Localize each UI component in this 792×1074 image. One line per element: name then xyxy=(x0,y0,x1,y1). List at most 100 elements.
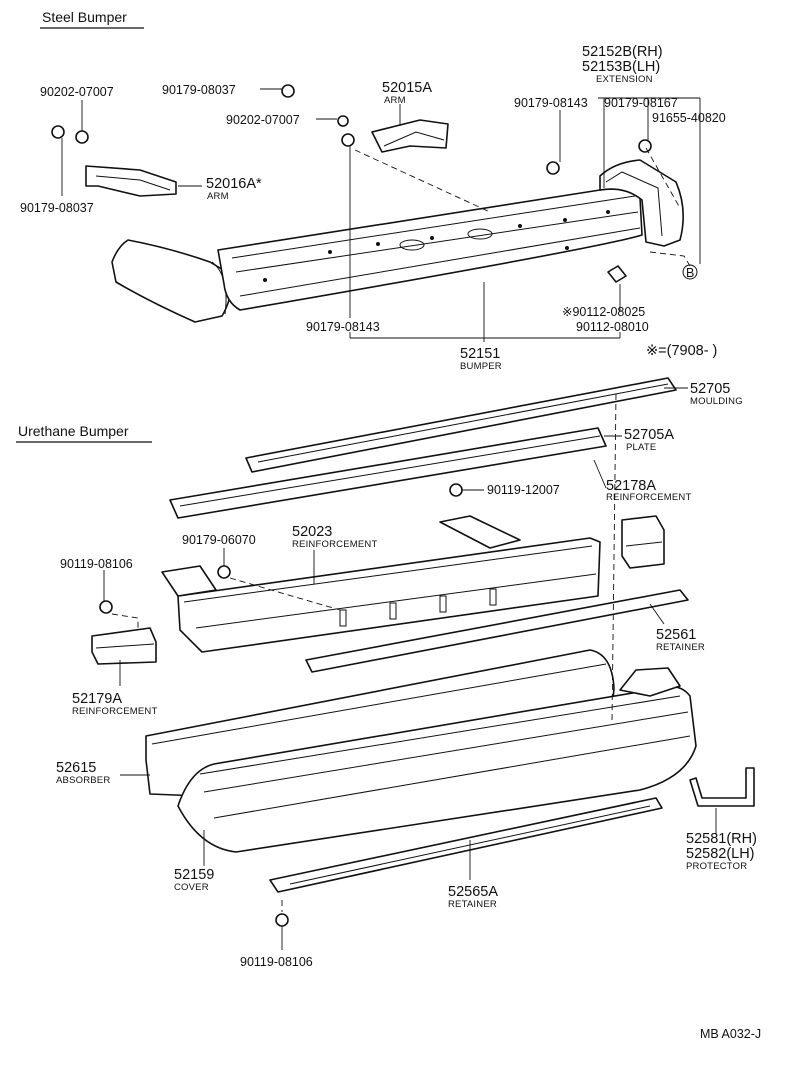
absorber-top-edge xyxy=(151,663,607,745)
label-90179-08143-right: 90179-08143 xyxy=(514,96,588,110)
label-protector-name: PROTECTOR xyxy=(686,861,747,872)
assembly-line xyxy=(354,149,491,213)
reinforcement-52178A xyxy=(621,515,665,569)
arm-52015A-fold xyxy=(383,131,445,147)
label-91655-40820: 91655-40820 xyxy=(652,111,726,125)
label-date-note: ※=(7908- ) xyxy=(646,343,717,359)
nut-90179-08037-top xyxy=(281,84,295,98)
screw-90112-08025 xyxy=(607,265,627,283)
nut-90202-07007-b xyxy=(337,115,349,127)
bumper-hole xyxy=(565,246,569,250)
bumper-left-end-cap xyxy=(111,239,232,323)
label-52179A: 52179A xyxy=(72,691,122,707)
assembly-line xyxy=(229,577,341,611)
callout-B-circle xyxy=(682,264,698,280)
bolt-90179-06070 xyxy=(217,565,231,579)
bolt-90119-12007 xyxy=(449,483,463,497)
label-52581-rh: 52581(RH) xyxy=(686,831,757,847)
assembly-line xyxy=(645,147,681,209)
bumper-upper-edge xyxy=(231,195,636,259)
section-title-urethane: Urethane Bumper xyxy=(18,423,129,439)
leader xyxy=(649,603,665,625)
bumper-mid-edge xyxy=(235,211,639,273)
label-90202-07007-a: 90202-07007 xyxy=(40,85,114,99)
label-52561: 52561 xyxy=(656,627,696,643)
label-52178A: 52178A xyxy=(606,478,656,494)
bumper-hole xyxy=(563,218,567,222)
arm-52016A-fold xyxy=(95,175,171,191)
leader xyxy=(593,459,607,489)
reinforcement-edge xyxy=(183,545,593,603)
bumper-hole xyxy=(328,250,332,254)
bumper-hole xyxy=(263,278,267,282)
label-52152B-rh: 52152B(RH) xyxy=(582,44,663,60)
extension-inner-edge xyxy=(605,171,663,237)
cover-corner-tab xyxy=(619,667,681,697)
label-52023: 52023 xyxy=(292,524,332,540)
assembly-line xyxy=(611,393,617,721)
label-callout-B: B xyxy=(686,266,694,280)
label-52015A-name: ARM xyxy=(384,95,406,106)
bolt-90119-08106-top xyxy=(99,600,113,614)
label-90179-08037-top: 90179-08037 xyxy=(162,83,236,97)
label-52705: 52705 xyxy=(690,381,730,397)
label-52153B-lh: 52153B(LH) xyxy=(582,59,660,75)
label-52615: 52615 xyxy=(56,760,96,776)
label-90179-08037-left: 90179-08037 xyxy=(20,201,94,215)
label-90202-07007-b: 90202-07007 xyxy=(226,113,300,127)
label-52015A: 52015A xyxy=(382,80,432,96)
label-52016A-name: ARM xyxy=(207,191,229,202)
label-52023-name: REINFORCEMENT xyxy=(292,539,377,550)
nut-90202-07007-a xyxy=(75,130,89,144)
bumper-hole xyxy=(430,236,434,240)
label-52565A: 52565A xyxy=(448,884,498,900)
cover-edge xyxy=(213,735,691,819)
label-52561-name: RETAINER xyxy=(656,642,705,653)
moulding-52705 xyxy=(245,377,677,473)
section-title-steel: Steel Bumper xyxy=(42,9,127,25)
reinforcement-bracket-left xyxy=(161,565,217,597)
bumper-center-hole-right xyxy=(467,228,493,240)
reinforcement-52179A-fold xyxy=(95,643,155,649)
label-52179A-name: REINFORCEMENT xyxy=(72,706,157,717)
bumper-hole xyxy=(606,210,610,214)
reinforcement-slot xyxy=(439,595,447,613)
label-90119-08106-top: 90119-08106 xyxy=(60,557,133,571)
label-90179-08143-bottom: 90179-08143 xyxy=(306,320,380,334)
reinforcement-bracket-right xyxy=(439,515,521,549)
bumper-hole xyxy=(376,242,380,246)
assembly-line xyxy=(111,613,139,630)
label-52159: 52159 xyxy=(174,867,214,883)
label-90179-06070: 90179-06070 xyxy=(182,533,256,547)
cover-edge xyxy=(203,711,689,793)
label-90112-08010: 90112-08010 xyxy=(576,320,649,334)
bumper-lower-edge xyxy=(239,227,641,297)
arm-52016A xyxy=(85,165,177,197)
moulding-groove xyxy=(257,383,669,463)
plate-52705A xyxy=(169,427,607,519)
label-extension-name: EXTENSION xyxy=(596,74,653,85)
bumper-hole xyxy=(518,224,522,228)
extension-52152B-right xyxy=(599,159,684,247)
bolt-91655-40820 xyxy=(638,139,652,153)
label-absorber-name: ABSORBER xyxy=(56,775,110,786)
bolt-90179-08143-right xyxy=(546,161,560,175)
label-90119-08106-bottom: 90119-08106 xyxy=(240,955,313,969)
reinforcement-slot xyxy=(339,609,347,627)
bolt-90179-08037-left xyxy=(51,125,65,139)
retainer-52561 xyxy=(305,589,689,673)
label-90179-08167: 90179-08167 xyxy=(604,96,678,110)
label-52151: 52151 xyxy=(460,346,500,362)
bumper-52151-body xyxy=(217,188,643,311)
reinforcement-slot xyxy=(389,602,397,620)
reinforcement-52178A-fold xyxy=(625,541,663,547)
label-52705A: 52705A xyxy=(624,427,674,443)
label-plate-name: PLATE xyxy=(626,442,656,453)
label-moulding-name: MOULDING xyxy=(690,396,743,407)
arm-52015A xyxy=(371,119,449,153)
label-52178A-name: REINFORCEMENT xyxy=(606,492,691,503)
reinforcement-edge xyxy=(195,573,597,629)
label-90119-12007: 90119-12007 xyxy=(487,483,560,497)
reinforcement-slot xyxy=(489,588,497,606)
